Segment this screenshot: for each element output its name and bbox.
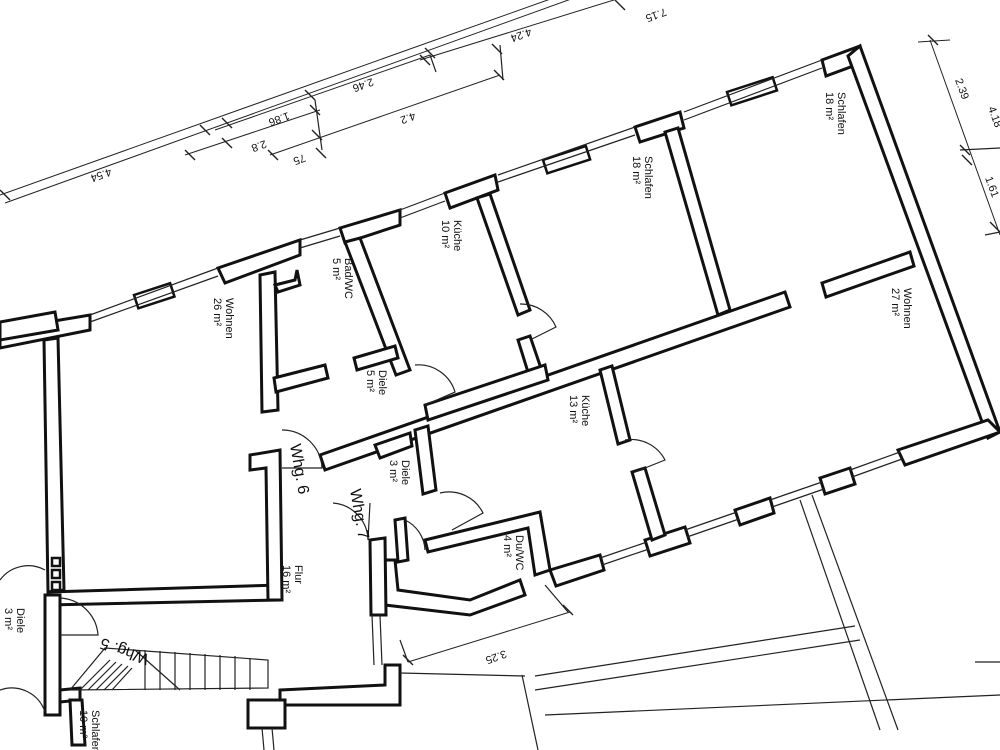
room-area-diele-3b: 3 m² — [2, 608, 14, 630]
dimension-lines-right — [917, 34, 1000, 236]
room-name-wohnen-27: Wohnen — [901, 288, 913, 329]
room-area-schlafen-18b: 18 m² — [823, 92, 835, 120]
room-name-schlafen-18a: Schlafen — [642, 156, 654, 199]
dimension-line-bottom — [399, 584, 574, 666]
room-name-kueche-10: Küche — [451, 220, 463, 251]
room-area-schlafen-18a: 18 m² — [630, 156, 642, 184]
apartment-label-5: Whg. 5 — [98, 634, 152, 667]
apartment-label-7: Whg. 7 — [346, 488, 372, 541]
interior-walls — [0, 126, 916, 747]
room-area-wohnen-26: 26 m² — [211, 298, 223, 326]
dim-label-4-2: 4.2 — [399, 109, 417, 126]
dim-label-4-24: 4.24 — [509, 25, 533, 44]
room-labels: Wohnen 26 m² Bad/WC 5 m² Küche 10 m² Sch… — [2, 92, 913, 750]
dim-label-4-18: 4.18 — [985, 105, 1000, 129]
dim-label-2-39: 2.39 — [952, 77, 971, 101]
room-area-flur: 16 m² — [280, 565, 292, 593]
room-name-bad-wc: Bad/WC — [342, 258, 354, 299]
dim-label-3-25: 3.25 — [484, 647, 508, 666]
room-name-diele-3a: Diele — [399, 460, 411, 485]
room-name-schlafen-10: Schlafen — [89, 710, 101, 750]
room-name-flur: Flur — [292, 565, 304, 584]
room-name-wohnen-26: Wohnen — [223, 298, 235, 339]
room-area-schlafen-10: 10 m² — [77, 710, 89, 738]
room-name-schlafen-18b: Schlafen — [835, 92, 847, 135]
room-area-kueche-10: 10 m² — [439, 220, 451, 248]
apartment-labels: Whg. 6 Whg. 7 Whg. 5 — [98, 443, 372, 667]
room-area-diele-3a: 3 m² — [387, 460, 399, 482]
dim-label-1-86: 1.86 — [267, 109, 291, 128]
room-area-diele-5: 5 m² — [364, 370, 376, 392]
room-name-diele-3b: Diele — [14, 608, 26, 633]
dim-label-1-61: 1.61 — [982, 175, 1000, 199]
staircase — [68, 647, 269, 691]
room-area-bad-wc: 5 m² — [330, 258, 342, 280]
room-area-wohnen-27: 27 m² — [889, 288, 901, 316]
dim-label-75: 75 — [291, 151, 307, 166]
outer-walls — [0, 43, 1000, 588]
column-markers — [50, 556, 62, 592]
dim-label-7-15: 7.15 — [644, 5, 668, 24]
room-name-kueche-13: Küche — [579, 395, 591, 426]
dimension-lines — [0, 0, 626, 204]
door-swings — [0, 303, 666, 713]
dimension-labels: 4.54 2.8 1.86 75 2.46 4.2 4.24 7.15 2.39… — [89, 5, 1000, 666]
room-area-kueche-13: 13 m² — [567, 395, 579, 423]
site-lines — [261, 494, 1000, 750]
room-name-diele-5: Diele — [376, 370, 388, 395]
dim-label-2-8: 2.8 — [250, 137, 268, 154]
apartment-label-6: Whg. 6 — [286, 443, 312, 496]
room-area-du-wc: 4 m² — [501, 535, 513, 557]
room-name-du-wc: Du/WC — [513, 535, 525, 571]
